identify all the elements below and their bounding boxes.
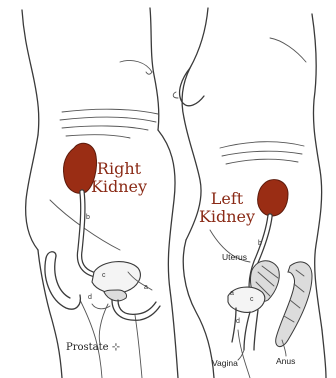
right-kidney-label-line1: Right <box>88 160 150 178</box>
prostate-pointer-glyph: ⊹ <box>109 342 121 353</box>
vagina-label: Vagina <box>212 358 238 368</box>
female-marker-b: b <box>258 240 262 247</box>
prostate-label-text: Prostate <box>66 342 109 353</box>
male-marker-c: c <box>102 272 106 279</box>
left-kidney-shape <box>258 180 288 216</box>
male-marker-a: a <box>144 284 148 291</box>
uterus-label: Uterus <box>222 252 247 262</box>
right-kidney-label: Right Kidney <box>88 160 150 196</box>
left-kidney-label-line2: Kidney <box>196 208 258 226</box>
male-marker-d: d <box>88 294 92 301</box>
male-marker-b: b <box>86 214 90 221</box>
left-kidney-label-line1: Left <box>196 190 258 208</box>
anus-label: Anus <box>276 356 295 366</box>
right-kidney-label-line2: Kidney <box>88 178 150 196</box>
female-marker-c: c <box>250 296 254 303</box>
female-marker-d: d <box>236 318 240 325</box>
left-kidney-label: Left Kidney <box>196 190 258 226</box>
rectum-shape <box>276 262 312 347</box>
prostate-label: Prostate ⊹ <box>66 342 120 353</box>
female-marker-a: a <box>230 290 234 297</box>
